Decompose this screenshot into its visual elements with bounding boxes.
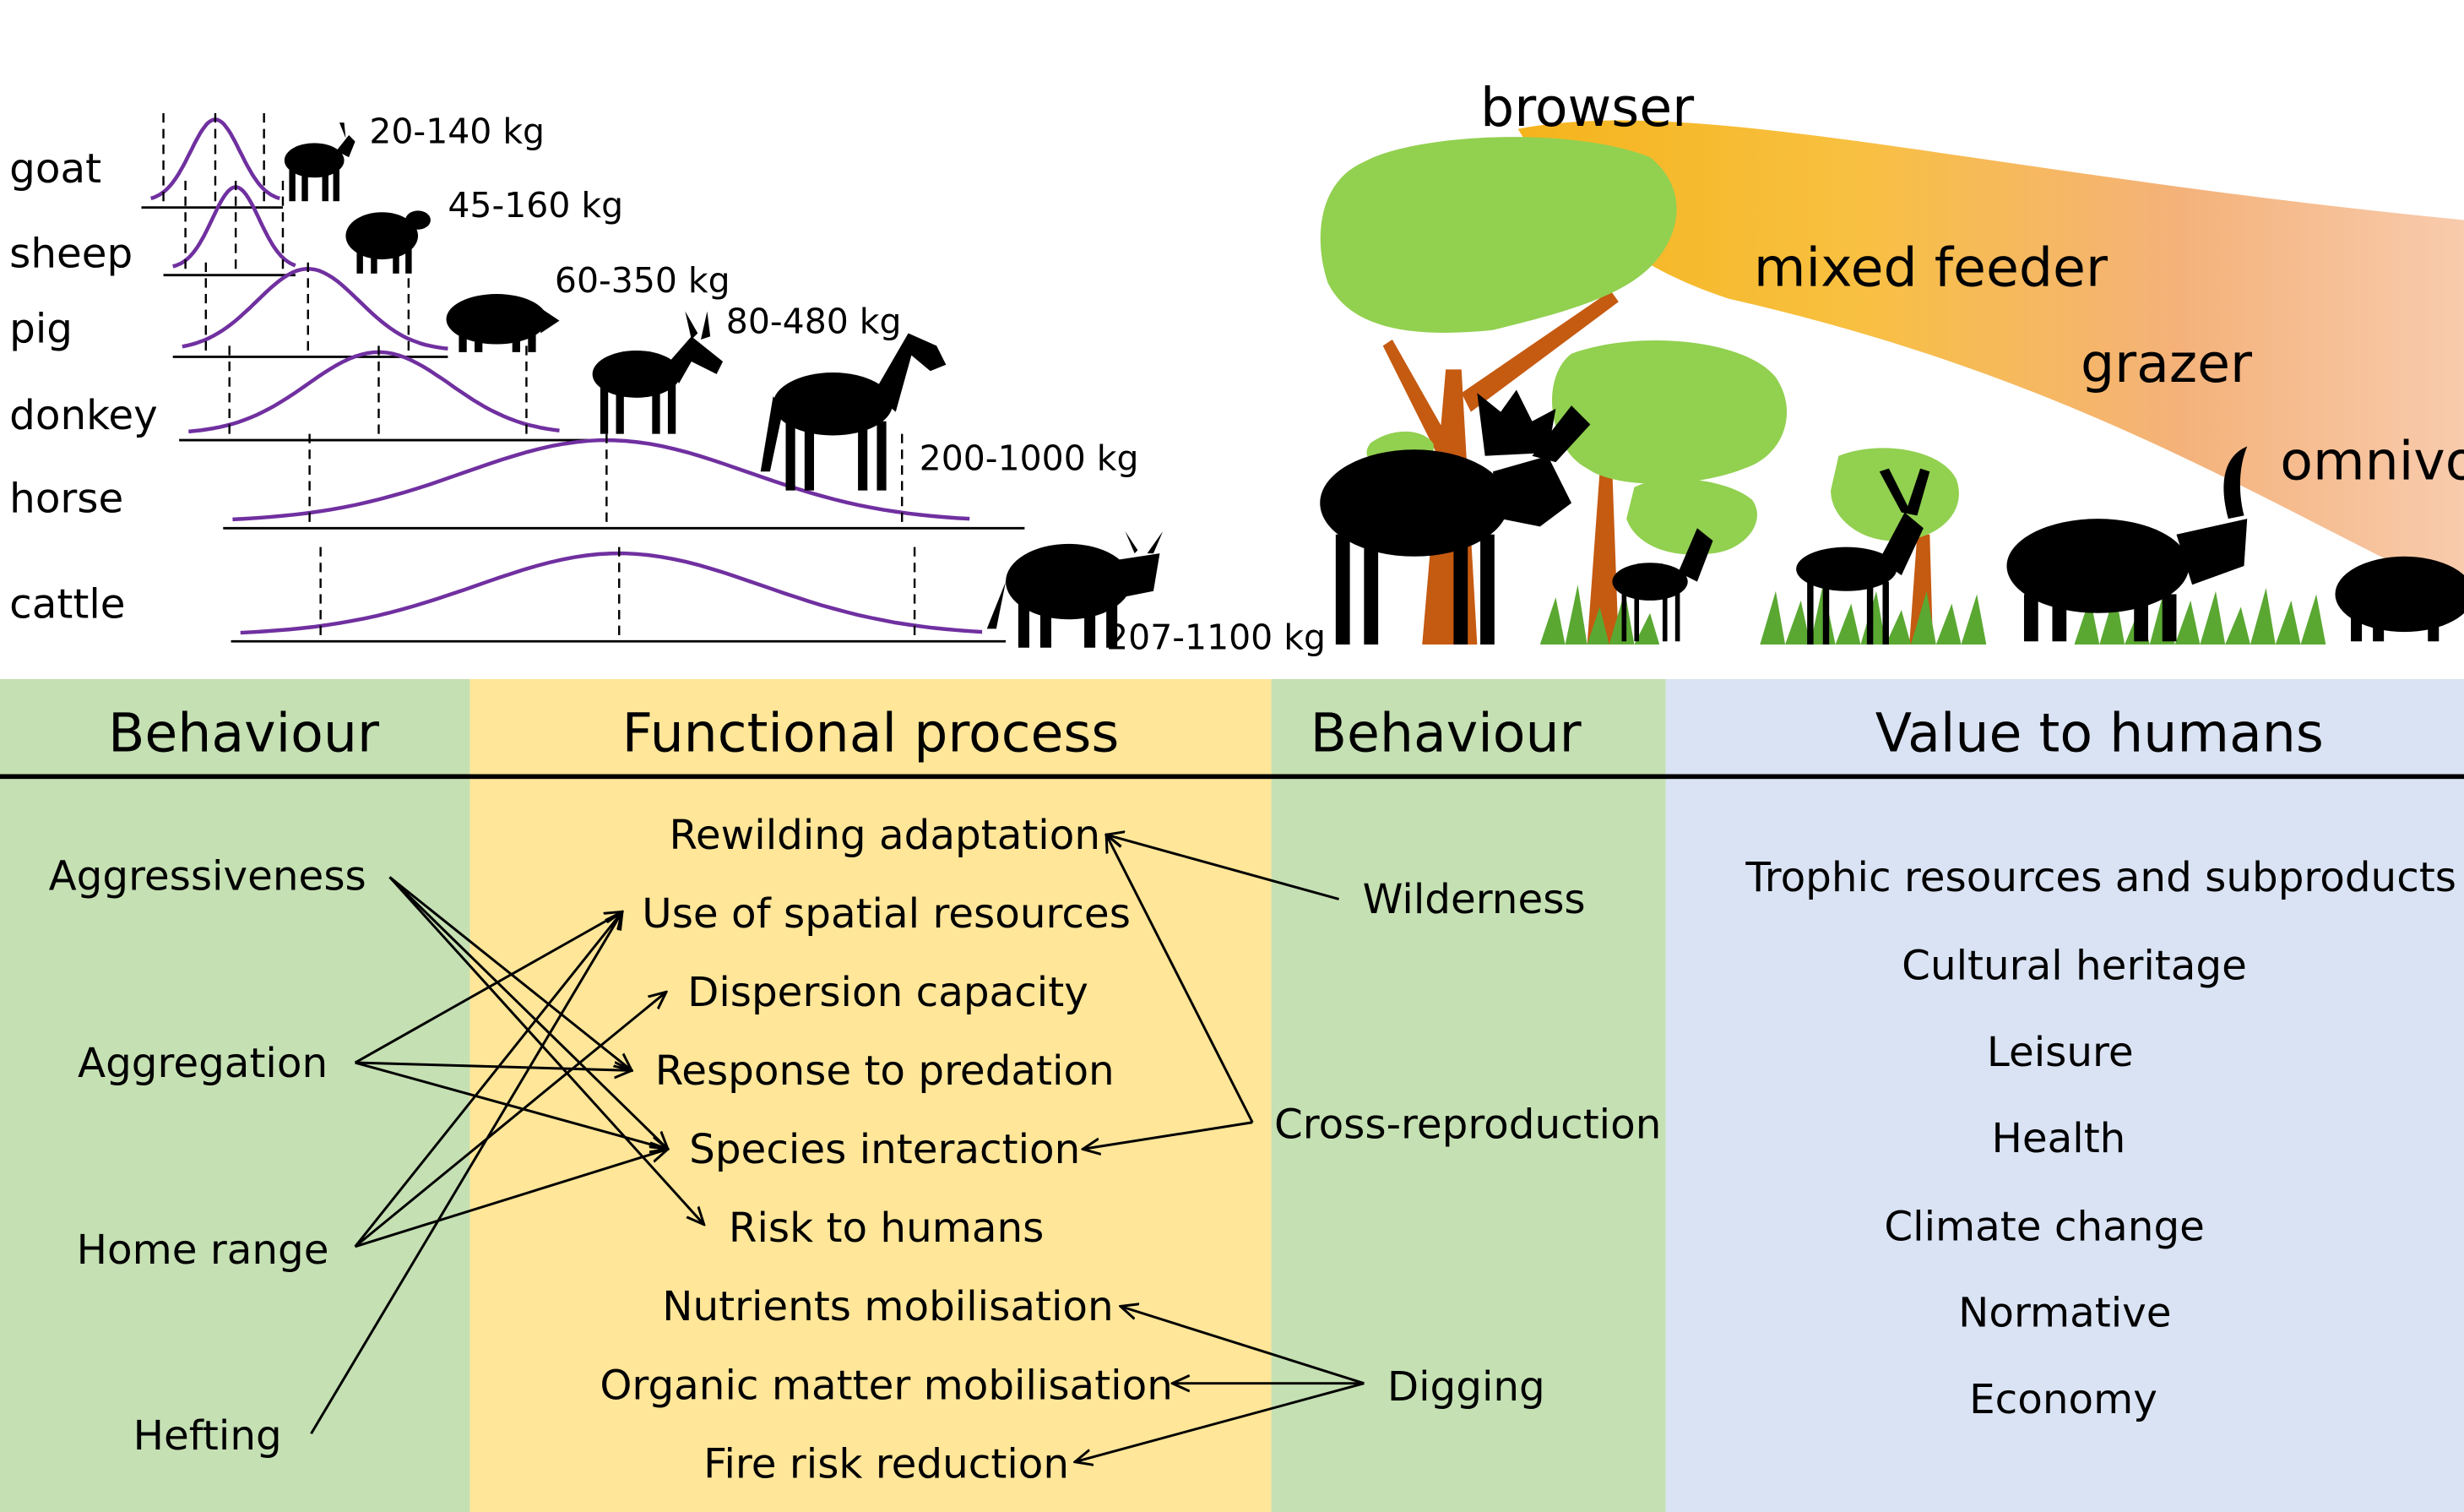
mass-range-cattle: 207-1100 kg [1106,617,1326,658]
behaviour-right-list: Wilderness Cross-reproduction Digging [1274,876,1661,1411]
species-name-horse: horse [9,476,123,523]
value-health: Health [1991,1115,2125,1162]
body-mass-panel: goat 20-140 kg sheep 45-160 kg pig 60-350 kg d… [9,111,1326,657]
link-cross-reproduction-rewilding-adaptation [1106,835,1254,1123]
process-use-of-spatial-resources: Use of spatial resources [642,890,1131,938]
moose-silhouette [1320,389,1591,645]
link-aggregation-use-of-spatial-resources [354,911,622,1064]
species-name-goat: goat [9,145,101,193]
mass-range-pig: 60-350 kg [555,260,730,301]
value-climate-change: Climate change [1884,1203,2205,1250]
behaviour-left-list: Aggressiveness Aggregation Home range He… [49,852,366,1460]
link-home-range-dispersion-capacity [354,992,666,1248]
feeding-label-browser: browser [1480,76,1695,139]
livestock-silhouettes [284,122,1164,648]
horse-silhouette [760,333,947,491]
behaviour-wilderness: Wilderness [1363,876,1586,923]
feeding-label-grazer: grazer [2081,332,2253,394]
feeding-gradient: browser mixed feeder grazer omnivore [1320,76,2464,645]
feeding-label-omnivore: omnivore [2280,430,2464,492]
behaviour-home-range: Home range [77,1226,329,1274]
species-name-pig: pig [9,306,73,353]
column-headers: Behaviour Functional process Behaviour V… [108,702,2324,764]
roe-deer-silhouette [1612,528,1713,642]
header-value-to-humans: Value to humans [1875,702,2324,764]
mass-range-sheep: 45-160 kg [448,185,623,226]
link-digging-fire-risk-reduction [1075,1382,1365,1462]
mass-range-horse: 200-1000 kg [920,438,1139,478]
link-aggressiveness-risk-to-humans [388,876,704,1224]
aurochs-silhouette [2006,446,2248,642]
red-deer-silhouette [1796,468,1930,645]
link-wilderness-rewilding-adaptation [1106,835,1339,900]
process-rewilding-adaptation: Rewilding adaptation [669,812,1100,859]
mass-range-goat: 20-140 kg [369,111,545,151]
link-home-range-use-of-spatial-resources [354,911,622,1248]
species-name-sheep: sheep [9,230,133,277]
mass-distribution-cattle [240,551,983,635]
process-response-to-predation: Response to predation [655,1047,1115,1095]
value-economy: Economy [1969,1376,2157,1423]
column-bg-functional-process [469,678,1272,1512]
mass-distribution-sheep [172,185,296,269]
behaviour-aggregation: Aggregation [78,1040,328,1087]
process-risk-to-humans: Risk to humans [729,1205,1045,1252]
feeding-label-mixed-feeder: mixed feeder [1754,237,2109,299]
column-bg-behaviour-left [0,678,470,1512]
header-behaviour-left: Behaviour [108,702,380,764]
link-aggregation-response-to-predation [355,1063,632,1070]
behaviour-process-links [310,835,1365,1462]
process-dispersion-capacity: Dispersion capacity [687,969,1088,1016]
behaviour-cross-reproduction: Cross-reproduction [1274,1101,1661,1148]
process-fire-risk-reduction: Fire risk reduction [703,1440,1069,1488]
behaviour-hefting: Hefting [133,1412,282,1460]
mass-range-donkey: 80-480 kg [726,302,902,342]
mass-distribution-horse [232,438,970,522]
link-home-range-species-interaction [355,1149,668,1248]
value-normative: Normative [1958,1290,2171,1337]
link-aggregation-species-interaction [355,1061,668,1149]
mass-distribution-donkey [188,350,560,434]
value-leisure: Leisure [1987,1029,2134,1076]
header-functional-process: Functional process [622,702,1120,764]
species-name-donkey: donkey [9,392,158,439]
column-backgrounds [0,678,2464,1512]
process-nutrients-mobilisation: Nutrients mobilisation [662,1283,1113,1330]
cattle-silhouette [986,531,1164,648]
link-digging-nutrients-mobilisation [1121,1306,1365,1385]
process-species-interaction: Species interaction [689,1126,1080,1173]
wild-herbivores [1320,389,2464,645]
column-bg-behaviour-right [1271,678,1666,1512]
sheep-silhouette [345,210,431,274]
value-to-humans-list: Trophic resources and subproducts Cultur… [1745,854,2456,1423]
link-aggressiveness-species-interaction [388,876,668,1149]
header-behaviour-right: Behaviour [1311,702,1582,764]
link-cross-reproduction-species-interaction [1083,1121,1253,1150]
value-cultural-heritage: Cultural heritage [1902,942,2247,989]
boar-silhouette [2335,556,2464,642]
behaviour-digging: Digging [1387,1363,1545,1411]
mass-distribution-pig [182,266,448,351]
value-trophic-resources: Trophic resources and subproducts [1745,854,2456,901]
pig-silhouette [446,294,560,352]
column-bg-value-to-humans [1665,678,2464,1512]
process-organic-matter-mobilisation: Organic matter mobilisation [600,1362,1173,1409]
species-name-cattle: cattle [9,580,125,628]
donkey-silhouette [592,311,724,434]
link-hefting-use-of-spatial-resources [310,911,621,1434]
behaviour-aggressiveness: Aggressiveness [49,852,366,900]
functional-process-list: Rewilding adaptation Use of spatial reso… [600,812,1173,1488]
goat-silhouette [284,122,355,202]
